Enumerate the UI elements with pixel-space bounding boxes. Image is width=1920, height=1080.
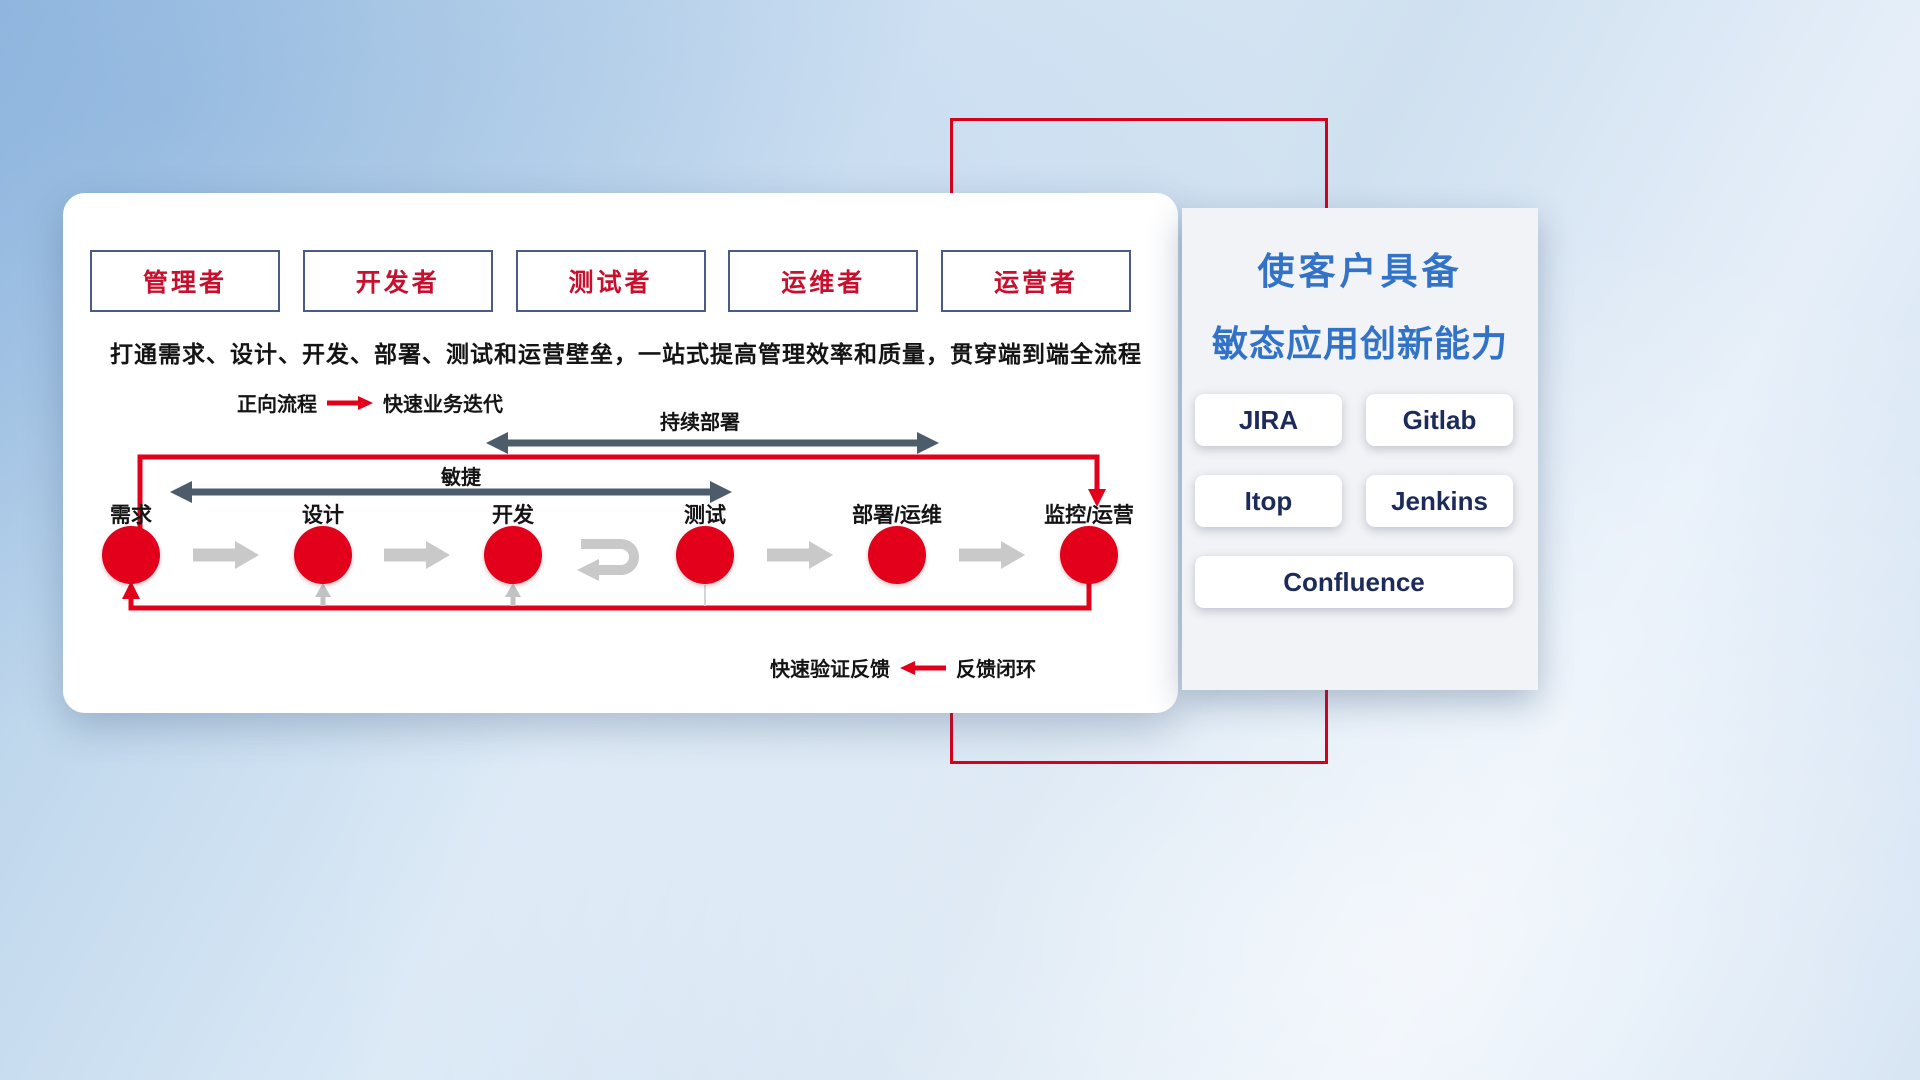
role-label: 运维者 [781, 269, 866, 297]
tool-chip-confluence: Confluence [1195, 556, 1513, 608]
stage-arrow-icon [193, 541, 259, 569]
node-circle-deploy-ops [868, 526, 926, 584]
node-label-requirements: 需求 [110, 504, 152, 527]
feedback-up-arrow-icon [505, 583, 521, 606]
node-circle-development [484, 526, 542, 584]
node-label-development: 开发 [492, 504, 534, 527]
feedback-loop-line [122, 581, 1092, 611]
stage-arrow-icon [767, 541, 833, 569]
flow-diagram-arrows [122, 432, 1106, 611]
capability-panel: 使客户具备 敏态应用创新能力 JIRA Gitlab Itop Jenkins … [1182, 208, 1538, 690]
panel-title-line1: 使客户具备 [1257, 251, 1463, 292]
legend-feedback-text: 反馈闭环 [956, 659, 1036, 681]
agile-span-arrow [170, 481, 732, 503]
node-label-design: 设计 [302, 504, 344, 527]
devops-flow-card: 管理者 开发者 测试者 运维者 运营者 打通需求、设计、开发、部署、测试和运营壁… [63, 193, 1178, 713]
stage-arrow-icon [384, 541, 450, 569]
stage-arrow-icon [959, 541, 1025, 569]
role-box-ops: 运维者 [728, 250, 919, 312]
role-label: 管理者 [142, 269, 227, 297]
legend-feedback-label: 快速验证反馈 [770, 659, 890, 681]
role-box-tester: 测试者 [515, 250, 706, 312]
role-label: 开发者 [355, 269, 440, 297]
forward-loop-line [137, 454, 1106, 543]
legend-feedback: 快速验证反馈 反馈闭环 [770, 653, 1036, 682]
agile-label: 敏捷 [441, 467, 481, 489]
feedback-arrow-icon [900, 660, 946, 675]
panel-title-line2: 敏态应用创新能力 [1211, 323, 1508, 364]
iteration-loop-icon [577, 539, 639, 581]
node-circle-design [294, 526, 352, 584]
roles-row: 管理者 开发者 测试者 运维者 运营者 [90, 250, 1131, 312]
continuous-deploy-span-arrow [486, 432, 939, 454]
legend-forward-text: 快速业务迭代 [383, 394, 503, 416]
feedback-up-arrow-icon [315, 583, 331, 606]
continuous-deploy-label: 持续部署 [660, 412, 740, 434]
role-box-manager: 管理者 [90, 250, 280, 312]
role-box-developer: 开发者 [302, 250, 493, 312]
role-label: 运营者 [993, 269, 1078, 297]
node-label-monitor-ops: 监控/运营 [1044, 504, 1134, 527]
tool-chip-jenkins: Jenkins [1366, 475, 1513, 527]
node-circle-testing [676, 526, 734, 584]
node-circle-monitor-ops [1060, 526, 1118, 584]
tool-chip-gitlab: Gitlab [1366, 394, 1513, 446]
node-circle-requirements [102, 526, 160, 584]
tool-chip-jira: JIRA [1195, 394, 1342, 446]
forward-arrow-icon [327, 395, 373, 410]
legend-forward: 正向流程 快速业务迭代 [237, 388, 503, 417]
node-label-deploy-ops: 部署/运维 [852, 504, 942, 527]
legend-forward-label: 正向流程 [237, 394, 317, 416]
role-box-operator: 运营者 [941, 250, 1131, 312]
tool-chip-itop: Itop [1195, 475, 1342, 527]
flow-description: 打通需求、设计、开发、部署、测试和运营壁垒，一站式提高管理效率和质量，贯穿端到端… [110, 341, 1142, 367]
node-label-testing: 测试 [684, 504, 726, 527]
role-label: 测试者 [568, 269, 653, 297]
